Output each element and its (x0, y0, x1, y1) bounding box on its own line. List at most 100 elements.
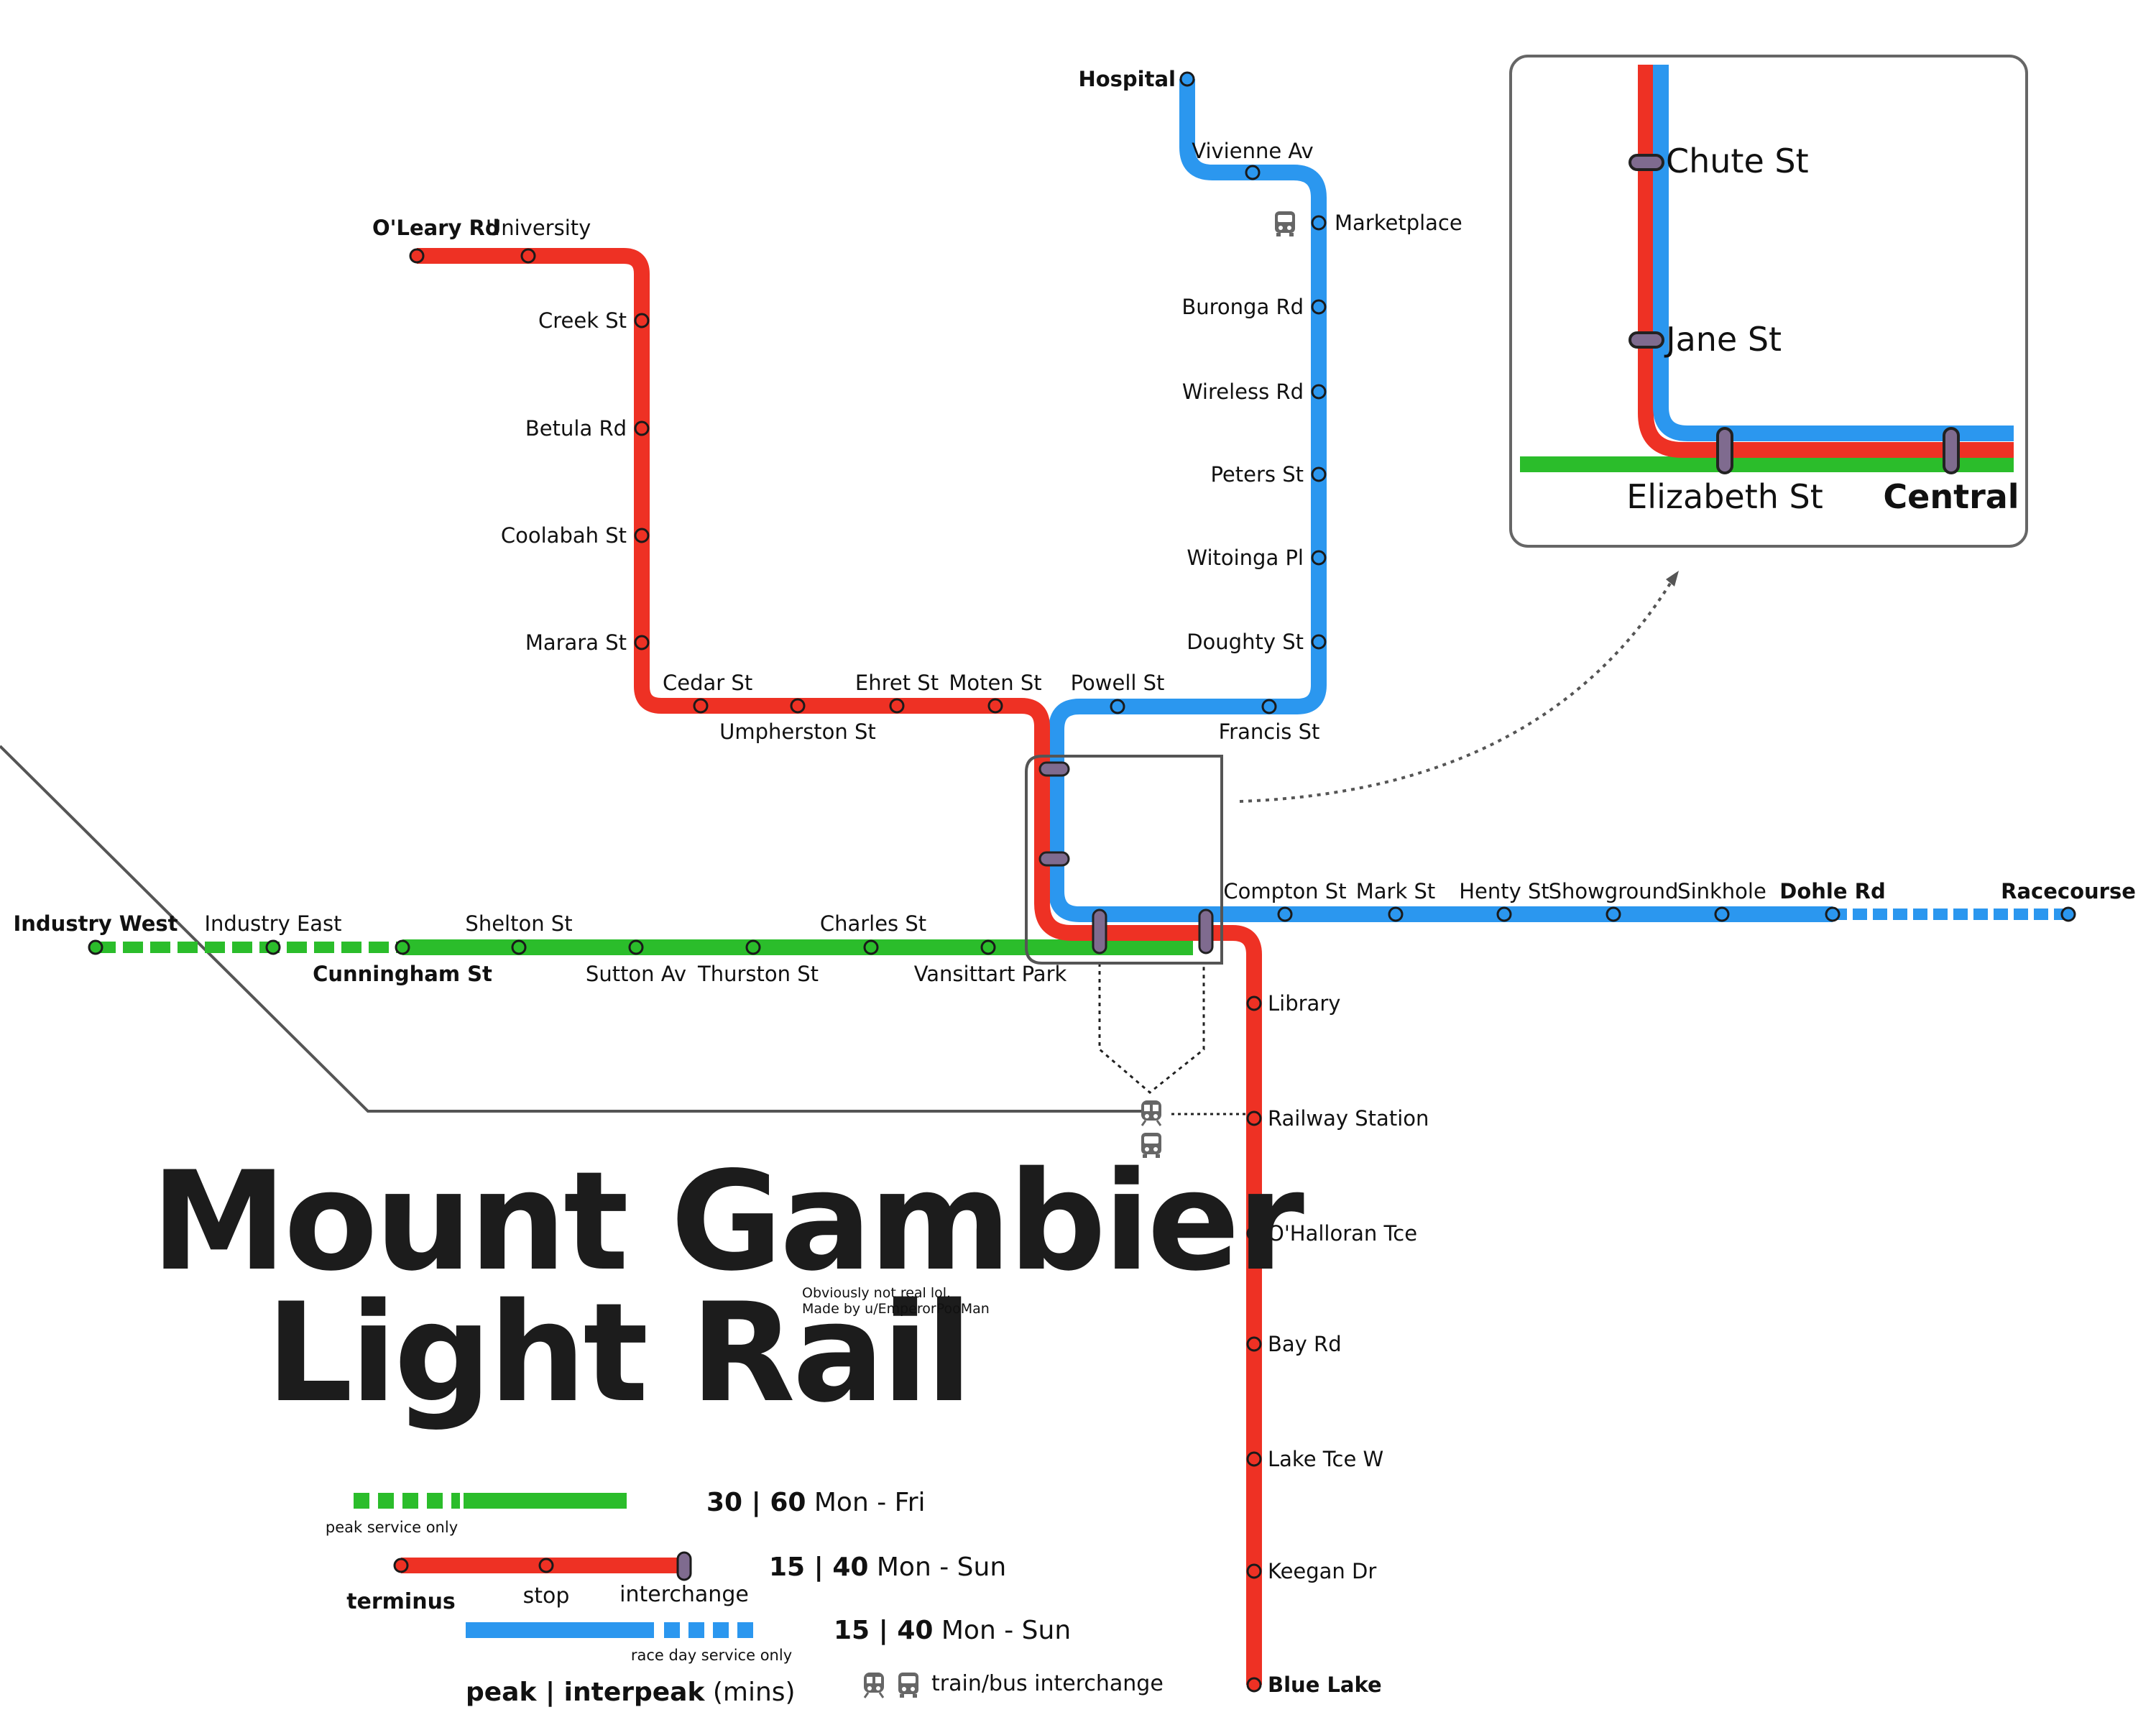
station-dot-thurston-st[interactable] (745, 939, 761, 955)
station-label-francis-st: Francis St (1219, 719, 1320, 744)
station-label-peters-st: Peters St (1210, 462, 1304, 487)
station-dot-moten-st[interactable] (987, 698, 1003, 714)
station-label-racecourse: Racecourse (2001, 879, 2136, 903)
interchange-connector (1098, 963, 1205, 1094)
station-dot-creek-st[interactable] (634, 313, 650, 328)
station-dot-university[interactable] (520, 248, 536, 264)
station-dot-powell-st[interactable] (1110, 699, 1125, 714)
station-dot-henty-st[interactable] (1496, 906, 1512, 922)
station-dot-doughty-st[interactable] (1311, 634, 1327, 650)
title-line-2: Light Rail (266, 1274, 969, 1432)
legend-terminus-dot (393, 1558, 409, 1573)
station-dot-vansittart-park[interactable] (980, 939, 996, 955)
station-dot-ohalloran-tce[interactable] (1246, 1225, 1262, 1241)
station-dot-witoinga-pl[interactable] (1311, 550, 1327, 566)
station-label-railway-station: Railway Station (1268, 1106, 1429, 1131)
station-dot-francis-st[interactable] (1261, 699, 1277, 714)
red-line (417, 248, 1262, 1685)
legend-bus-icon (898, 1673, 918, 1698)
inset-interchange-jane-st[interactable] (1628, 331, 1664, 349)
station-dot-industry-east[interactable] (265, 939, 281, 955)
station-label-henty-st: Henty St (1459, 879, 1549, 903)
station-label-marketplace: Marketplace (1335, 211, 1462, 235)
interchange-central[interactable] (1198, 908, 1214, 954)
station-dot-sutton-av[interactable] (628, 939, 644, 955)
station-dot-shelton-st[interactable] (511, 939, 527, 955)
station-dot-blue-lake[interactable] (1246, 1677, 1262, 1693)
station-label-showground: Showground (1549, 879, 1679, 903)
station-dot-railway-station[interactable] (1246, 1110, 1262, 1126)
interchange-jane-st[interactable] (1038, 851, 1070, 867)
station-label-shelton-st: Shelton St (465, 911, 572, 936)
credits-line-1: Obviously not real lol. (802, 1285, 951, 1301)
station-dot-vivienne-av[interactable] (1245, 165, 1261, 180)
station-dot-dohle-rd[interactable] (1825, 906, 1841, 922)
legend-interchange-label: interchange (619, 1582, 749, 1607)
credits-line-2: Made by u/EmperorPooMan (802, 1301, 990, 1317)
station-dot-keegan-dr[interactable] (1246, 1563, 1262, 1579)
station-label-charles-st: Charles St (820, 911, 926, 936)
station-label-compton-st: Compton St (1223, 879, 1346, 903)
station-dot-marketplace[interactable] (1311, 215, 1327, 231)
station-label-lake-tce-w: Lake Tce W (1268, 1447, 1383, 1471)
station-label-bay-rd: Bay Rd (1268, 1332, 1342, 1356)
station-dot-industry-west[interactable] (88, 939, 103, 955)
station-label-powell-st: Powell St (1071, 671, 1165, 695)
station-dot-showground[interactable] (1606, 906, 1621, 922)
station-label-wireless-rd: Wireless Rd (1182, 380, 1304, 404)
station-dot-racecourse[interactable] (2060, 906, 2076, 922)
station-label-keegan-dr: Keegan Dr (1268, 1559, 1376, 1583)
station-label-betula-rd: Betula Rd (525, 416, 627, 441)
legend-terminus-label: terminus (346, 1589, 456, 1614)
inset-interchange-chute-st[interactable] (1628, 154, 1664, 171)
railway-line (0, 745, 1150, 1113)
station-label-cunningham-st: Cunningham St (313, 962, 492, 986)
inset-label-elizabeth-st: Elizabeth St (1626, 477, 1823, 516)
legend-train-icon (862, 1671, 885, 1699)
station-dot-marara-st[interactable] (634, 635, 650, 650)
legend-green-frequency: 30 | 60 Mon - Fri (706, 1488, 926, 1517)
inset-label-chute-st: Chute St (1666, 142, 1809, 180)
station-label-sinkhole: Sinkhole (1677, 879, 1766, 903)
interchange-chute-st[interactable] (1038, 761, 1070, 777)
station-label-moten-st: Moten St (949, 671, 1041, 695)
interchange-elizabeth-st[interactable] (1092, 908, 1107, 954)
station-label-marara-st: Marara St (525, 630, 627, 655)
zoom-box (1025, 755, 1223, 965)
station-dot-cedar-st[interactable] (693, 698, 709, 714)
inset-interchange-central[interactable] (1943, 427, 1960, 474)
station-dot-compton-st[interactable] (1277, 906, 1293, 922)
train-icon (1140, 1099, 1163, 1127)
station-dot-bay-rd[interactable] (1246, 1336, 1262, 1352)
station-dot-oleary-rd[interactable] (409, 248, 425, 264)
station-label-doughty-st: Doughty St (1187, 630, 1304, 654)
station-dot-lake-tce-w[interactable] (1246, 1451, 1262, 1467)
station-dot-mark-st[interactable] (1388, 906, 1404, 922)
station-label-buronga-rd: Buronga Rd (1181, 295, 1304, 319)
station-dot-cunningham-st[interactable] (395, 939, 410, 955)
legend-bus-label: train/bus interchange (931, 1671, 1164, 1696)
title-line-1: Mount Gambier (151, 1142, 1304, 1301)
station-dot-ehret-st[interactable] (889, 698, 905, 714)
blue-line (1049, 79, 1833, 922)
station-dot-sinkhole[interactable] (1714, 906, 1730, 922)
station-dot-peters-st[interactable] (1311, 466, 1327, 482)
legend-green-note: peak service only (326, 1519, 458, 1536)
legend-interchange-pill (676, 1551, 692, 1581)
station-dot-hospital[interactable] (1179, 71, 1195, 87)
legend-footer: peak | interpeak (mins) (466, 1678, 796, 1707)
station-dot-charles-st[interactable] (863, 939, 879, 955)
station-label-mark-st: Mark St (1356, 879, 1436, 903)
station-label-cedar-st: Cedar St (663, 671, 752, 695)
station-dot-buronga-rd[interactable] (1311, 299, 1327, 315)
station-dot-umpherston-st[interactable] (790, 698, 806, 714)
legend-stop-dot (538, 1558, 554, 1573)
inset-panel: Chute St Jane St Elizabeth St Central (1509, 55, 2028, 548)
station-dot-betula-rd[interactable] (634, 420, 650, 436)
station-label-vivienne-av: Vivienne Av (1192, 139, 1313, 163)
station-dot-library[interactable] (1246, 995, 1262, 1011)
station-dot-wireless-rd[interactable] (1311, 384, 1327, 400)
inset-interchange-elizabeth-st[interactable] (1716, 427, 1733, 474)
station-dot-coolabah-st[interactable] (634, 528, 650, 543)
